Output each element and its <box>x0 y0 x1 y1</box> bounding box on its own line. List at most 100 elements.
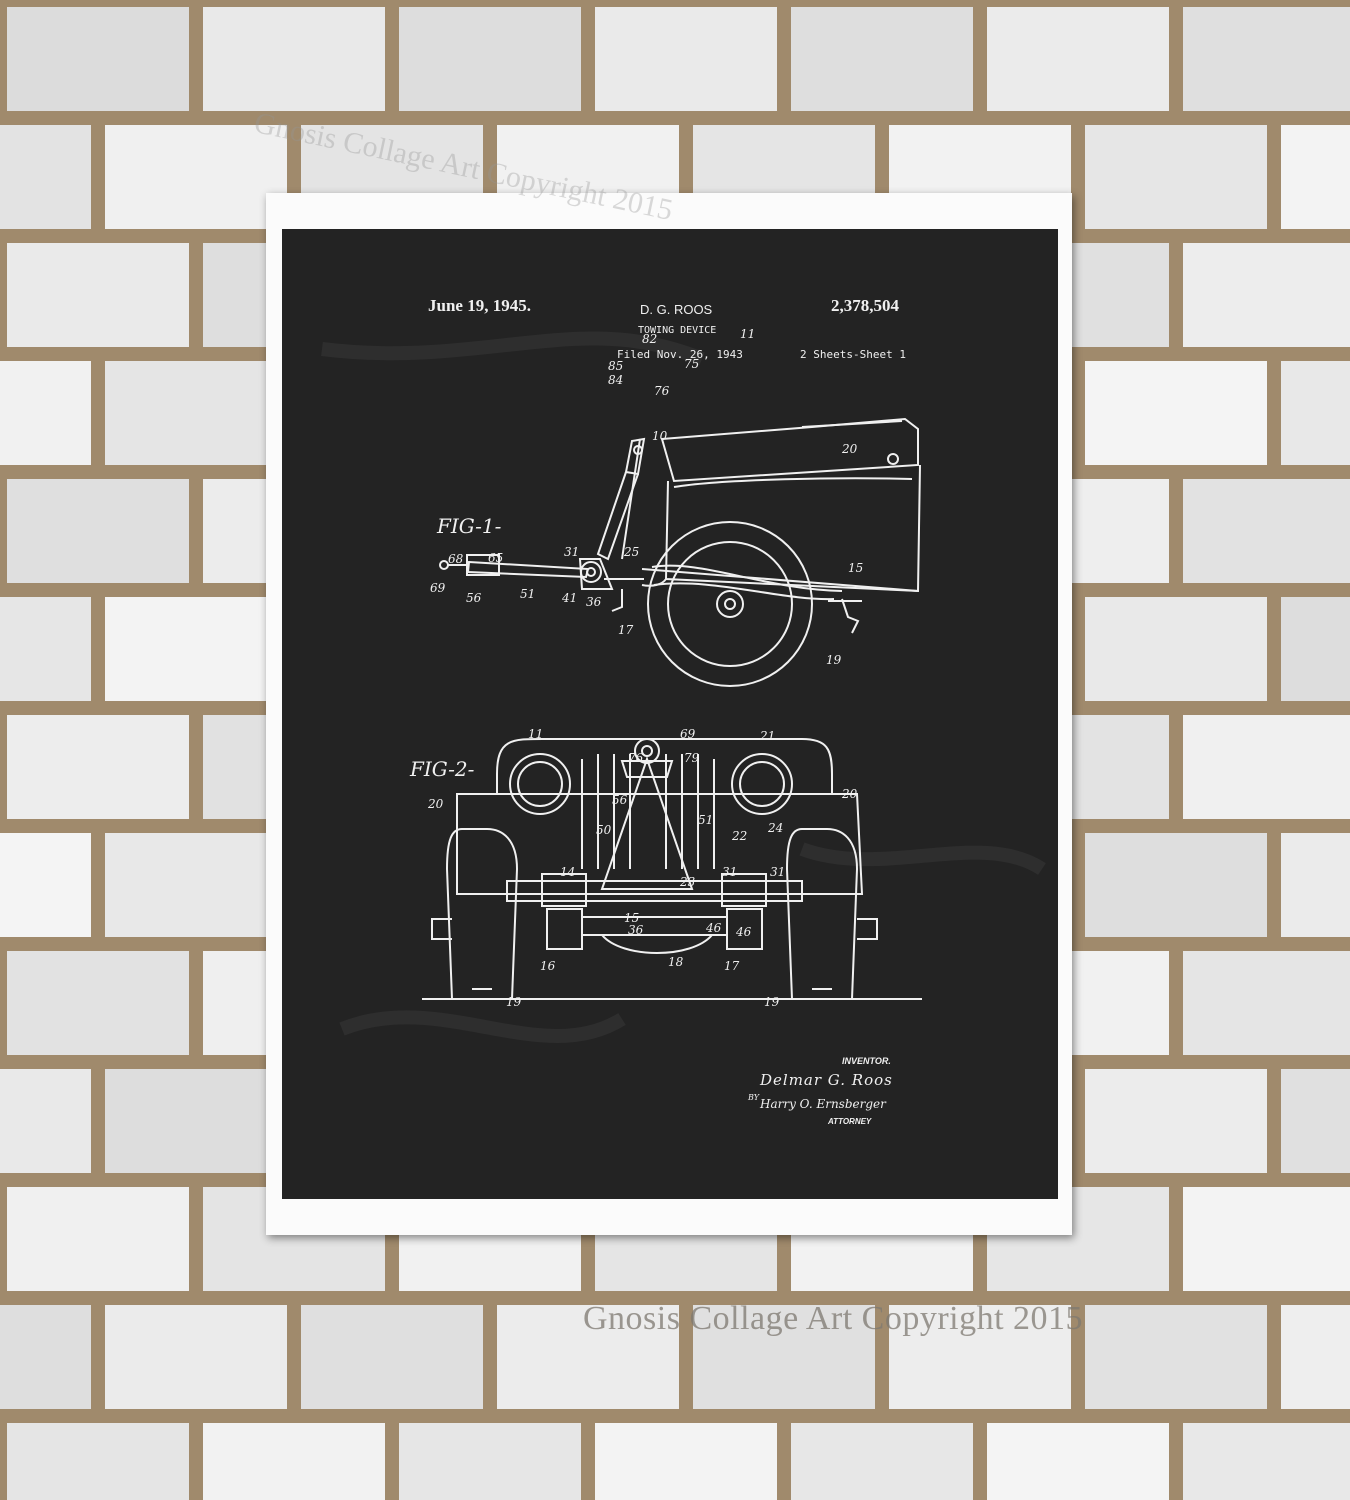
brick <box>7 1187 189 1291</box>
reference-number: 85 <box>608 359 624 373</box>
brick <box>1085 1305 1267 1409</box>
brick <box>7 479 189 583</box>
brick <box>1085 125 1267 229</box>
patent-title: TOWING DEVICE <box>638 325 717 336</box>
reference-number: 56 <box>612 793 628 807</box>
brick <box>399 1423 581 1500</box>
brick <box>105 125 287 229</box>
reference-number: 36 <box>628 923 644 937</box>
brick <box>1183 243 1350 347</box>
brick <box>1085 1069 1267 1173</box>
reference-number: 18 <box>668 955 684 969</box>
patent-number: 2,378,504 <box>831 296 899 315</box>
brick <box>595 1423 777 1500</box>
brick <box>105 833 287 937</box>
reference-number: 19 <box>764 995 780 1009</box>
reference-number: 19 <box>506 995 522 1009</box>
fig1-label: FIG-1- <box>437 514 502 538</box>
brick <box>7 1423 189 1500</box>
reference-number: 20 <box>842 442 858 456</box>
reference-number: 51 <box>520 587 536 601</box>
reference-number: 56 <box>466 591 482 605</box>
patent-drawing <box>321 331 1046 1044</box>
brick <box>1183 7 1350 111</box>
brick <box>889 1305 1071 1409</box>
brick <box>7 715 189 819</box>
brick <box>0 833 91 937</box>
brick <box>0 597 91 701</box>
reference-number: 46 <box>706 921 722 935</box>
fig1-side-view <box>439 417 921 687</box>
patent-drawing-board: June 19, 1945. D. G. ROOS 2,378,504 TOWI… <box>282 229 1058 1199</box>
brick <box>987 1423 1169 1500</box>
brick <box>7 243 189 347</box>
brick <box>203 7 385 111</box>
brick <box>497 1305 679 1409</box>
brick <box>1281 1069 1350 1173</box>
reference-number: 84 <box>608 373 624 387</box>
reference-number: 82 <box>642 332 658 346</box>
reference-number: 31 <box>564 545 580 559</box>
brick <box>7 7 189 111</box>
reference-number: 50 <box>596 823 612 837</box>
reference-number: 76 <box>654 384 670 398</box>
reference-number: 17 <box>618 623 634 637</box>
brick <box>105 597 287 701</box>
reference-number: 14 <box>560 865 576 879</box>
brick <box>1183 1423 1350 1500</box>
reference-number: 76 <box>628 751 644 765</box>
brick <box>399 7 581 111</box>
brick <box>1085 833 1267 937</box>
patent-filed: Filed Nov. 26, 1943 <box>617 348 743 361</box>
reference-number: 31 <box>722 865 738 879</box>
reference-number: 51 <box>698 813 714 827</box>
brick <box>791 7 973 111</box>
brick <box>0 1305 91 1409</box>
reference-number: 11 <box>528 727 544 741</box>
patent-date: June 19, 1945. <box>428 296 531 315</box>
attorney-signature: Harry O. Ernsberger <box>760 1097 886 1111</box>
brick <box>1281 833 1350 937</box>
reference-number: 19 <box>826 653 842 667</box>
reference-number: 46 <box>736 925 752 939</box>
brick <box>0 125 91 229</box>
reference-number: 25 <box>624 545 640 559</box>
brick <box>1183 951 1350 1055</box>
brick <box>1281 125 1350 229</box>
reference-number: 15 <box>848 561 864 575</box>
reference-number: 79 <box>684 751 700 765</box>
brick <box>0 1069 91 1173</box>
reference-number: 31 <box>770 865 786 879</box>
brick <box>203 1423 385 1500</box>
reference-number: 22 <box>732 829 748 843</box>
reference-number: 11 <box>740 327 756 341</box>
by-caption: BY <box>748 1093 760 1102</box>
reference-number: 10 <box>652 429 668 443</box>
fig2-front-view <box>422 738 922 1000</box>
brick <box>7 951 189 1055</box>
patent-inventor-short: D. G. ROOS <box>640 302 713 317</box>
brick <box>1085 597 1267 701</box>
brick <box>0 361 91 465</box>
fig2-label: FIG-2- <box>410 757 475 781</box>
brick <box>1183 715 1350 819</box>
brick <box>1281 1305 1350 1409</box>
reference-number: 17 <box>724 959 740 973</box>
brick <box>1085 361 1267 465</box>
reference-number: 36 <box>586 595 602 609</box>
brick <box>301 1305 483 1409</box>
reference-number: 41 <box>562 591 578 605</box>
reference-number: 68 <box>448 552 464 566</box>
attorney-caption: ATTORNEY <box>828 1117 872 1126</box>
reference-number: 20 <box>842 787 858 801</box>
brick <box>105 1069 287 1173</box>
reference-number: 69 <box>680 727 696 741</box>
brick <box>1183 479 1350 583</box>
brick <box>595 7 777 111</box>
reference-number: 65 <box>488 551 504 565</box>
brick <box>105 361 287 465</box>
reference-number: 23 <box>680 875 696 889</box>
reference-number: 75 <box>684 357 700 371</box>
reference-number: 24 <box>768 821 784 835</box>
watermark-bottom: Gnosis Collage Art Copyright 2015 <box>583 1300 1084 1337</box>
